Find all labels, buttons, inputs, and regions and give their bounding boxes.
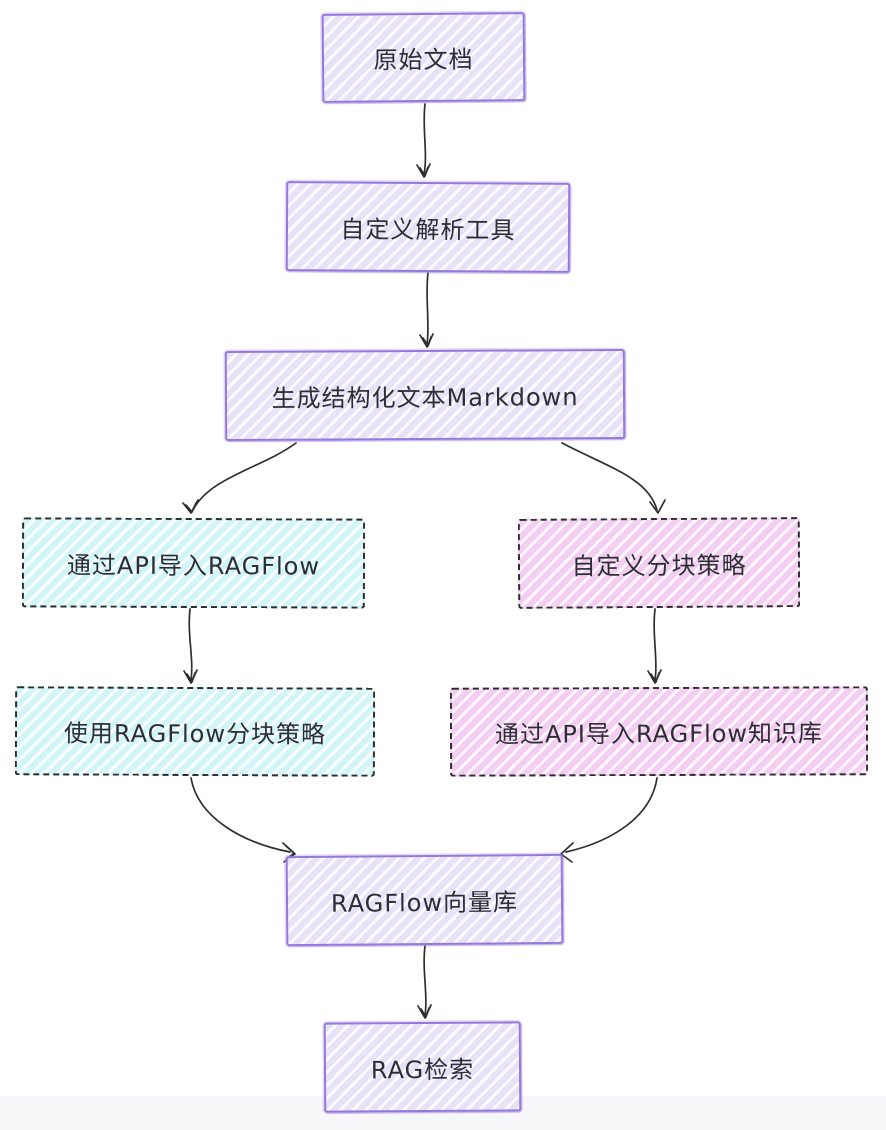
- edge-api-import-to-ragflow-chunking: [183, 608, 198, 684]
- node-ragflow-chunking[interactable]: 使用RAGFlow分块策略: [14, 686, 376, 777]
- edge-ragflow-chunking-to-vector-db: [190, 777, 296, 863]
- node-label: 使用RAGFlow分块策略: [63, 719, 327, 749]
- edge-vector-db-to-retrieval: [417, 945, 432, 1019]
- node-api-import-kb[interactable]: 通过API导入RAGFlow知识库: [449, 686, 869, 777]
- node-label: 生成结构化文本Markdown: [271, 382, 579, 413]
- node-ragflow-vector-db[interactable]: RAGFlow向量库: [285, 853, 564, 947]
- node-label: RAG检索: [370, 1055, 475, 1084]
- node-rag-retrieval[interactable]: RAG检索: [323, 1021, 522, 1113]
- node-original-document[interactable]: 原始文档: [321, 12, 526, 103]
- node-label: 通过API导入RAGFlow: [66, 551, 321, 580]
- node-label: RAGFlow向量库: [330, 887, 519, 918]
- edge-original-to-parser: [416, 103, 431, 178]
- edge-markdown-to-chunking: [561, 442, 666, 514]
- node-api-import-ragflow[interactable]: 通过API导入RAGFlow: [21, 517, 366, 609]
- edge-chunking-to-api-import-kb: [647, 608, 662, 684]
- node-label: 通过API导入RAGFlow知识库: [494, 719, 824, 749]
- node-label: 原始文档: [373, 45, 474, 75]
- node-markdown-output[interactable]: 生成结构化文本Markdown: [224, 348, 626, 442]
- node-custom-parser[interactable]: 自定义解析工具: [285, 181, 571, 273]
- node-label: 自定义分块策略: [571, 550, 747, 581]
- edge-markdown-to-api-import: [182, 442, 297, 514]
- node-custom-chunking[interactable]: 自定义分块策略: [517, 517, 801, 609]
- node-label: 自定义解析工具: [340, 214, 516, 245]
- edge-api-import-kb-to-vector-db: [560, 777, 658, 863]
- edge-parser-to-markdown: [419, 272, 434, 348]
